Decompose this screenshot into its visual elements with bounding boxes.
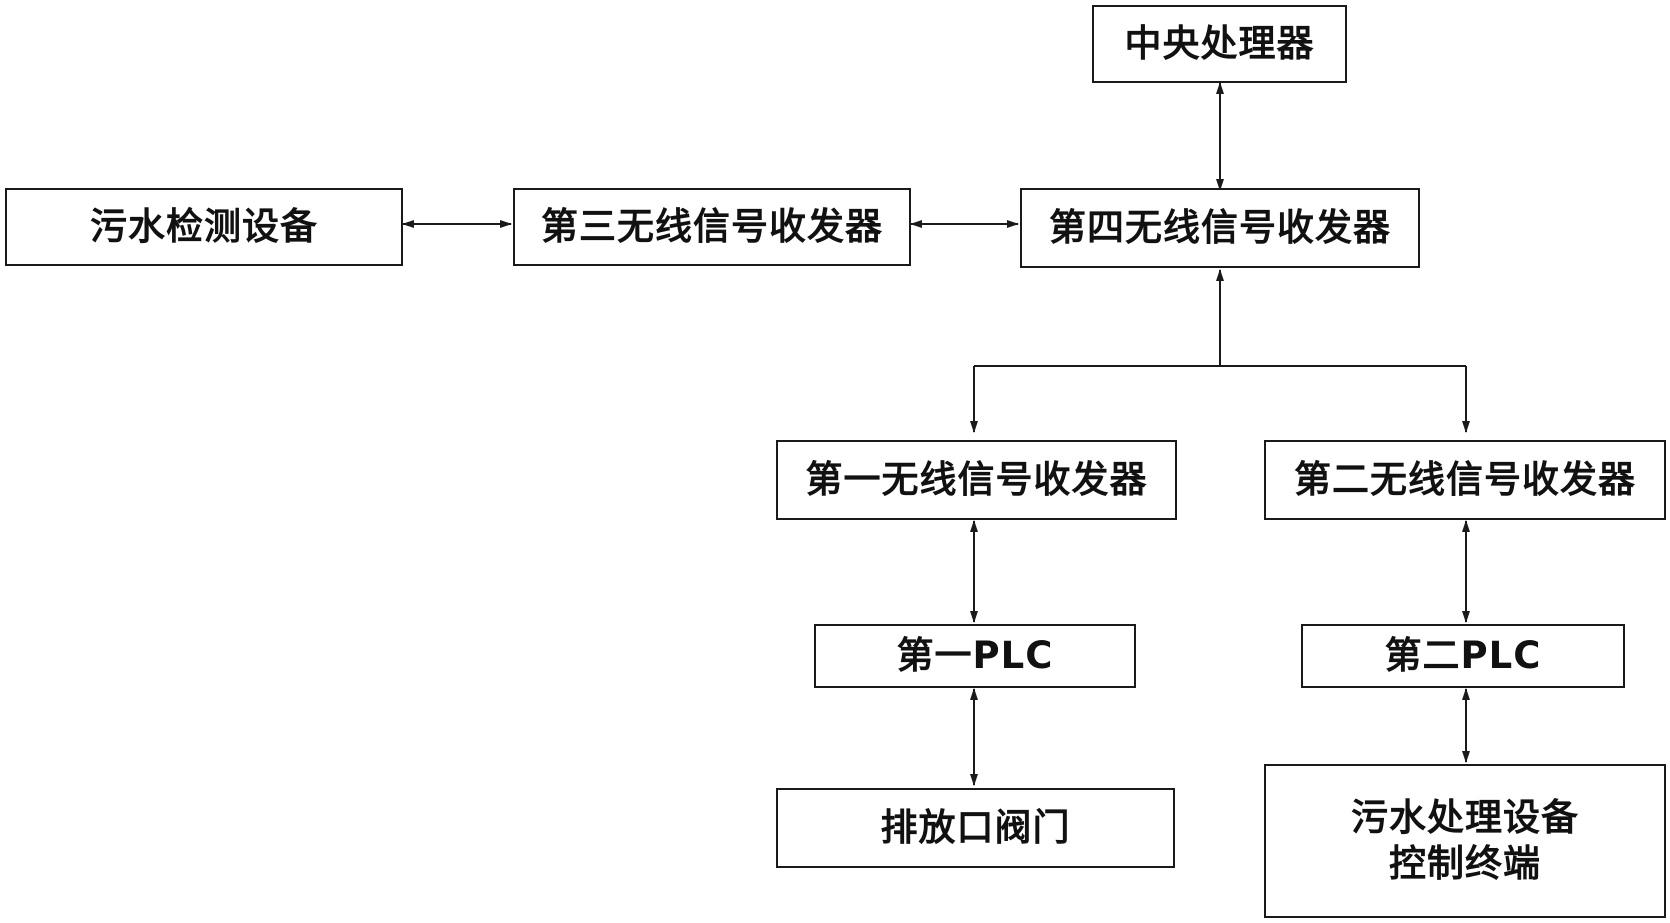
- transceiver-3-box: 第三无线信号收发器: [513, 188, 911, 266]
- central-processor-box: 中央处理器: [1092, 5, 1347, 83]
- transceiver-4-label: 第四无线信号收发器: [1049, 205, 1391, 249]
- transceiver-1-box: 第一无线信号收发器: [776, 440, 1177, 520]
- discharge-valve-box: 排放口阀门: [776, 788, 1175, 868]
- treatment-terminal-label-line1: 污水处理设备: [1351, 795, 1579, 839]
- transceiver-1-label: 第一无线信号收发器: [805, 457, 1148, 501]
- central-processor-label: 中央处理器: [1124, 21, 1315, 65]
- treatment-terminal-box: 污水处理设备 控制终端: [1264, 764, 1666, 918]
- transceiver-2-label: 第二无线信号收发器: [1294, 457, 1636, 501]
- discharge-valve-label: 排放口阀门: [880, 805, 1071, 849]
- transceiver-3-label: 第三无线信号收发器: [541, 204, 883, 248]
- plc-1-box: 第一PLC: [814, 624, 1136, 688]
- sewage-detection-box: 污水检测设备: [5, 188, 403, 266]
- transceiver-4-box: 第四无线信号收发器: [1020, 188, 1420, 268]
- treatment-terminal-label-line2: 控制终端: [1389, 842, 1541, 885]
- sewage-detection-label: 污水检测设备: [90, 204, 318, 248]
- transceiver-2-box: 第二无线信号收发器: [1264, 440, 1666, 520]
- plc-2-label: 第二PLC: [1384, 633, 1542, 677]
- plc-2-box: 第二PLC: [1301, 624, 1625, 688]
- plc-1-label: 第一PLC: [896, 633, 1054, 677]
